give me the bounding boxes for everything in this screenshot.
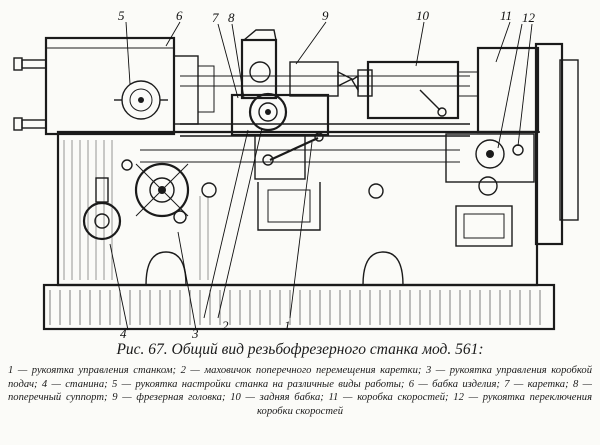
workpiece-headstock xyxy=(13,36,215,136)
callout-12: 12 xyxy=(522,10,536,25)
tailstock xyxy=(351,60,479,120)
leader-lines xyxy=(109,21,533,331)
figure-caption: Рис. 67. Общий вид резьбофрезерного стан… xyxy=(8,340,592,443)
machine-drawing: 5 6 7 8 9 10 11 12 4 3 2 1 xyxy=(13,8,579,340)
feed-gearbox xyxy=(82,159,190,241)
callout-11: 11 xyxy=(500,8,512,23)
speed-gearbox xyxy=(445,42,579,247)
carriage xyxy=(230,92,330,180)
callout-5: 5 xyxy=(118,8,125,23)
callout-7: 7 xyxy=(212,10,219,25)
callout-8: 8 xyxy=(228,10,235,25)
guide-rails xyxy=(180,75,470,137)
callout-4: 4 xyxy=(120,326,127,340)
bed-base xyxy=(42,283,556,331)
callout-10: 10 xyxy=(416,8,430,23)
callout-1: 1 xyxy=(284,318,291,333)
callout-9: 9 xyxy=(322,8,329,23)
milling-head xyxy=(240,29,354,100)
caption-title: Рис. 67. Общий вид резьбофрезерного стан… xyxy=(116,341,484,358)
callout-3: 3 xyxy=(191,326,199,340)
caption-legend: 1 — рукоятка управления станком; 2 — мах… xyxy=(8,365,592,417)
callout-6: 6 xyxy=(176,8,183,23)
callout-2: 2 xyxy=(222,318,229,333)
callout-labels: 5 6 7 8 9 10 11 12 4 3 2 1 xyxy=(118,8,536,340)
bed-body xyxy=(56,130,540,287)
